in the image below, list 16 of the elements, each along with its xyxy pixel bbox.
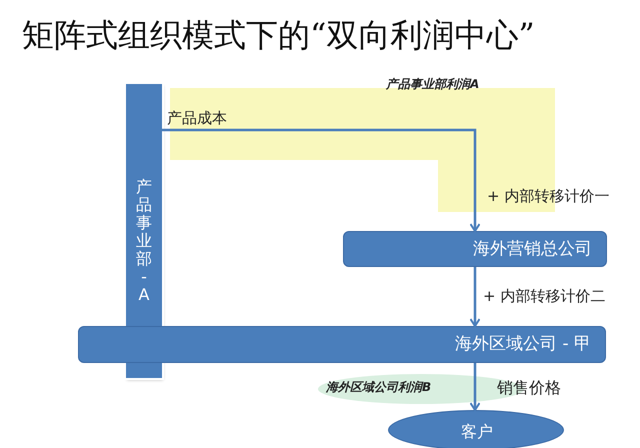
note-label: 海外区域公司利润B [326, 381, 432, 394]
box-label: 海外营销总公司 [473, 240, 592, 259]
ellipse-label: 客户 [461, 423, 493, 441]
bar-label: 产品事业部 - A [135, 178, 153, 304]
edge-label: 产品成本 [167, 110, 227, 126]
arrow [162, 128, 480, 232]
arrow [470, 363, 480, 411]
company-box [343, 231, 607, 267]
edge-label: + 内部转移计价二 [483, 288, 606, 304]
box-label: 海外区域公司 - 甲 [455, 335, 591, 354]
arrow [470, 267, 480, 327]
edge-label: 销售价格 [497, 379, 561, 397]
title: 矩阵式组织模式下的“双向利润中心” [22, 18, 535, 54]
note-label: + 内部转移计价一 [487, 188, 610, 204]
company-box [78, 326, 606, 363]
note-label: 产品事业部利润A [386, 78, 480, 92]
